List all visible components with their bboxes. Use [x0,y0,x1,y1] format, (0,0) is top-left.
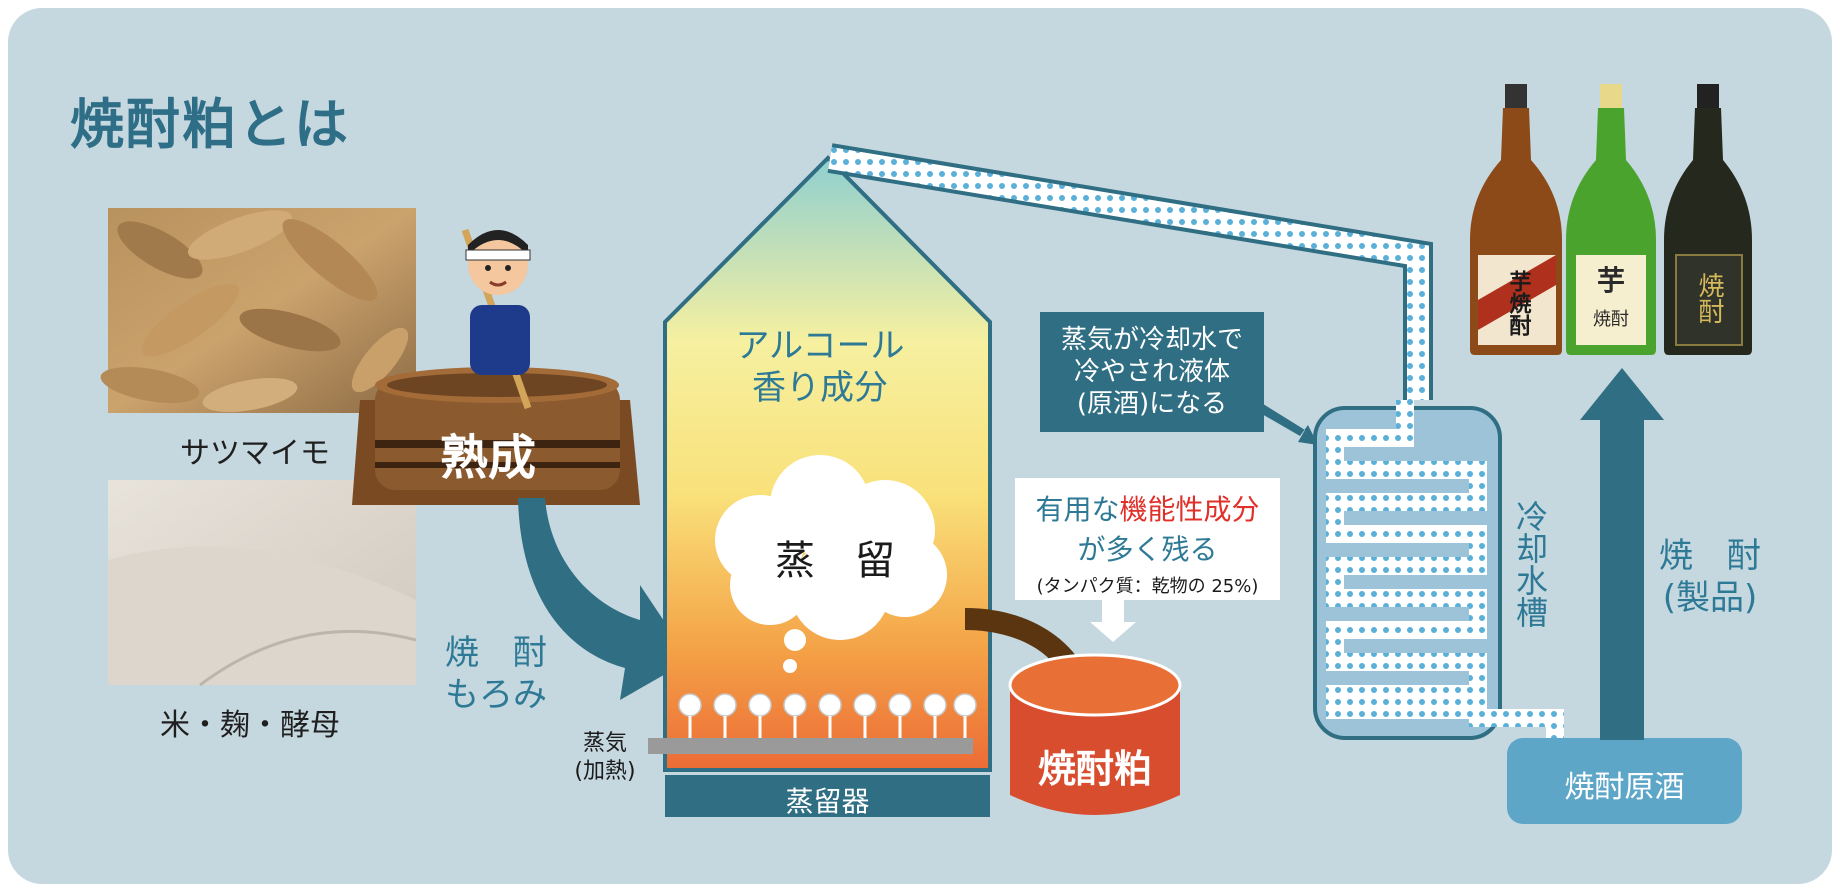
rice-koji-yeast-label: 米・麹・酵母 [160,708,340,743]
steam-label: 蒸気 (加熱) [574,731,636,784]
page-title: 焼酎粕とは [70,93,350,156]
aging-tub [352,367,640,505]
moromi-label: 焼 酎 もろみ [445,633,547,715]
distillation-cloud [715,455,947,673]
sweet-potato-photo [100,208,416,413]
steam-puffs [678,693,977,717]
cooling-coil [1326,400,1564,745]
aging-label: 熟成 [440,430,537,486]
bottle-imo-green [1566,84,1656,355]
bottle-imo-label: 芋焼酎 [1506,269,1532,337]
benefit-note: 有用な機能性成分 が多く残る (タンパク質：乾物の 25%) [1015,478,1280,600]
still-base [665,775,990,817]
functional-components-highlight: 機能性成分 [1119,493,1260,526]
product-arrow [1580,368,1664,740]
cooling-tank-label: 冷却水槽 [1511,500,1549,628]
bottle-green-label-bottom: 焼酎 [1593,309,1629,330]
distillation-label: 蒸 留 [775,538,895,584]
bottle-imo [1470,84,1562,355]
condense-arrow [1255,402,1318,445]
worker-figure [461,228,532,410]
rice-koji-photo [108,480,417,687]
byproduct-tub [1008,653,1182,815]
moromi-arrow [518,498,690,700]
byproduct-label: 焼酎粕 [1037,747,1152,791]
bottle-black [1664,84,1752,355]
vapor-component-label: アルコール 香り成分 [735,326,905,408]
bottle-black-label: 焼酎 [1694,272,1724,324]
sweet-potato-label: サツマイモ [180,436,330,471]
raw-spirit-label: 焼酎原酒 [1564,770,1685,805]
still-base-label: 蒸留器 [785,785,870,818]
steam-heating-bar [648,738,973,754]
raw-spirit-box [1507,738,1742,824]
product-label: 焼 酎 (製品) [1659,536,1761,618]
bottle-green-label-top: 芋 [1597,264,1625,297]
condense-note: 蒸気が冷却水で 冷やされ液体 (原酒)になる [1040,312,1264,432]
